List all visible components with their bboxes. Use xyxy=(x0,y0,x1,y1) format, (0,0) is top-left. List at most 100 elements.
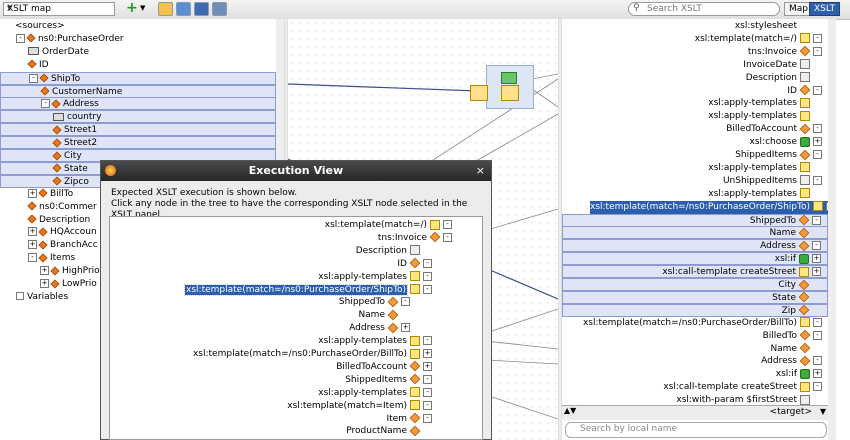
xslt-scrollbar[interactable] xyxy=(828,19,836,440)
tree-toggle-icon[interactable]: - xyxy=(29,73,38,83)
tree-toggle-icon[interactable]: - xyxy=(423,271,432,281)
source-tree-item[interactable]: Description xyxy=(0,214,276,227)
mapping-link[interactable] xyxy=(288,83,479,92)
tree-toggle-icon[interactable]: - xyxy=(423,258,432,268)
xslt-tree-item[interactable]: State xyxy=(562,290,828,304)
xslt-tree-item[interactable]: xsl:call-template createStreet+ xyxy=(562,265,828,279)
tree-toggle-icon[interactable]: - xyxy=(812,241,821,251)
tree-toggle-icon[interactable]: + xyxy=(28,188,37,198)
xslt-tree-item[interactable]: Name xyxy=(562,226,828,240)
source-tree-item[interactable]: Street1 xyxy=(0,123,276,137)
chevron-down-icon[interactable]: ▼ xyxy=(819,407,826,416)
source-tree-item[interactable]: +HQAccoun xyxy=(0,226,276,239)
tree-toggle-icon[interactable]: + xyxy=(28,240,37,250)
close-icon[interactable]: × xyxy=(475,164,485,177)
add-icon[interactable]: + xyxy=(126,0,138,16)
mapping-link[interactable] xyxy=(531,73,558,80)
tree-toggle-icon[interactable]: - xyxy=(423,336,432,346)
xslt-tree-item[interactable]: UnShippedItems- xyxy=(562,175,828,188)
tree-toggle-icon[interactable]: - xyxy=(813,85,822,95)
xslt-tree-item[interactable]: BilledTo- xyxy=(562,329,828,343)
tree-toggle-icon[interactable]: + xyxy=(401,323,410,333)
scroll-up-icon[interactable]: ▲▼ xyxy=(564,406,577,415)
concat-function-icon[interactable] xyxy=(501,72,517,84)
xslt-tree-item[interactable]: xsl:if+ xyxy=(562,252,828,266)
xslt-tree-item[interactable]: xsl:apply-templates xyxy=(562,97,828,110)
tree-toggle-icon[interactable]: - xyxy=(813,175,822,185)
tree-toggle-icon[interactable]: + xyxy=(28,227,37,237)
xslt-tree-item[interactable]: xsl:template(match=/ns0:PurchaseOrder/Sh… xyxy=(590,200,835,214)
xslt-tree-item[interactable]: Address- xyxy=(562,239,828,253)
xslt-tree-item[interactable]: xsl:apply-templates xyxy=(562,188,828,201)
xslt-tree-item[interactable]: xsl:apply-templates xyxy=(562,110,828,123)
xslt-tree-item[interactable]: xsl:with-param $firstStreet xyxy=(562,394,828,407)
function-icon[interactable] xyxy=(158,2,173,16)
xslt-tree-item[interactable]: xsl:if+ xyxy=(562,368,828,381)
xslt-tree-item[interactable]: xsl:choose+ xyxy=(562,136,828,149)
xslt-tree-item[interactable]: Zip xyxy=(562,303,828,317)
tree-toggle-icon[interactable]: - xyxy=(813,124,822,134)
xslt-tree-item[interactable]: ID- xyxy=(562,84,828,98)
tree-toggle-icon[interactable]: - xyxy=(813,46,822,56)
source-tree-item[interactable]: Street2 xyxy=(0,136,276,150)
validate-icon[interactable] xyxy=(176,2,191,16)
tree-toggle-icon[interactable]: + xyxy=(40,279,49,288)
source-tree-item[interactable]: -ns0:PurchaseOrder xyxy=(0,33,276,46)
xslt-tree-item[interactable]: Address- xyxy=(562,355,828,368)
source-tree-item[interactable]: OrderDate xyxy=(0,46,276,59)
xslt-tree-item[interactable]: xsl:call-template createStreet- xyxy=(562,381,828,394)
execution-tree[interactable]: xsl:template(match=/)-tns:Invoice-Descri… xyxy=(109,216,483,440)
tree-toggle-icon[interactable]: - xyxy=(16,33,25,43)
execution-tree-item[interactable]: ID- xyxy=(397,257,432,271)
search-xslt-field[interactable]: ⚲ Search XSLT xyxy=(628,2,780,16)
test-icon[interactable] xyxy=(194,2,209,16)
execution-tree-item[interactable]: xsl:apply-templates- xyxy=(318,271,432,284)
xslt-tree-item[interactable]: ShippedItems- xyxy=(562,149,828,162)
tree-toggle-icon[interactable]: + xyxy=(423,349,432,358)
source-tree-item[interactable]: Variables xyxy=(0,291,276,304)
right-splitter[interactable] xyxy=(558,19,562,440)
tree-toggle-icon[interactable]: - xyxy=(443,220,452,229)
xslt-tree-item[interactable]: Name xyxy=(562,342,828,356)
xslt-tree-item[interactable]: xsl:apply-templates xyxy=(562,162,828,175)
execution-tree-item[interactable]: xsl:template(match=Item)- xyxy=(287,400,432,413)
tab-xslt[interactable]: XSLT xyxy=(809,2,841,16)
xslt-tree-item[interactable]: tns:Invoice- xyxy=(562,45,828,59)
tree-toggle-icon[interactable]: - xyxy=(28,253,37,263)
call-template-icon[interactable] xyxy=(501,85,519,101)
execution-tree-item[interactable]: xsl:template(match=/ns0:PurchaseOrder/Sh… xyxy=(184,283,432,297)
xslt-tree-item[interactable]: xsl:stylesheet xyxy=(562,20,828,33)
execution-tree-item[interactable]: Description xyxy=(356,245,432,258)
source-tree-item[interactable]: -Items xyxy=(0,252,276,265)
execution-tree-item[interactable]: xsl:apply-templates- xyxy=(318,335,432,348)
xslt-tree-item[interactable]: BilledToAccount- xyxy=(562,123,828,136)
xslt-tree-item[interactable]: xsl:template(match=/)- xyxy=(562,33,828,46)
xslt-tree-item[interactable]: City xyxy=(562,278,828,291)
source-tree-item[interactable]: CustomerName xyxy=(0,84,276,98)
tree-toggle-icon[interactable]: + xyxy=(813,137,822,147)
tree-toggle-icon[interactable]: - xyxy=(443,232,452,242)
tree-toggle-icon[interactable]: - xyxy=(423,387,432,397)
if-function-icon[interactable] xyxy=(470,85,488,101)
execution-tree-item[interactable]: xsl:template(match=/ns0:PurchaseOrder/Bi… xyxy=(193,348,432,361)
tree-toggle-icon[interactable]: + xyxy=(40,266,49,276)
tree-toggle-icon[interactable]: - xyxy=(813,382,822,392)
xslt-tree-item[interactable]: xsl:template(match=/ns0:PurchaseOrder/Bi… xyxy=(562,317,828,330)
xslt-tree-item[interactable]: InvoiceDate xyxy=(562,59,828,72)
source-tree-item[interactable]: -Address xyxy=(0,97,276,111)
source-tree-item[interactable]: country xyxy=(0,110,276,124)
tree-toggle-icon[interactable]: - xyxy=(813,33,822,43)
chevron-down-icon[interactable]: ▼ xyxy=(140,4,146,12)
execution-tree-item[interactable]: Name xyxy=(358,309,410,322)
source-tree-item[interactable]: ID xyxy=(0,59,276,72)
tree-toggle-icon[interactable]: + xyxy=(423,361,432,371)
tree-toggle-icon[interactable]: - xyxy=(41,99,50,109)
tree-toggle-icon[interactable]: - xyxy=(423,284,432,294)
execution-tree-item[interactable]: ShippedTo- xyxy=(339,296,410,309)
execution-tree-item[interactable]: ShippedItems- xyxy=(345,373,432,387)
tree-toggle-icon[interactable]: + xyxy=(812,254,821,264)
tree-toggle-icon[interactable]: - xyxy=(813,356,822,366)
tree-toggle-icon[interactable]: - xyxy=(813,317,822,327)
xslt-tree-item[interactable]: Description xyxy=(562,72,828,85)
execution-view-icon[interactable] xyxy=(212,2,227,16)
